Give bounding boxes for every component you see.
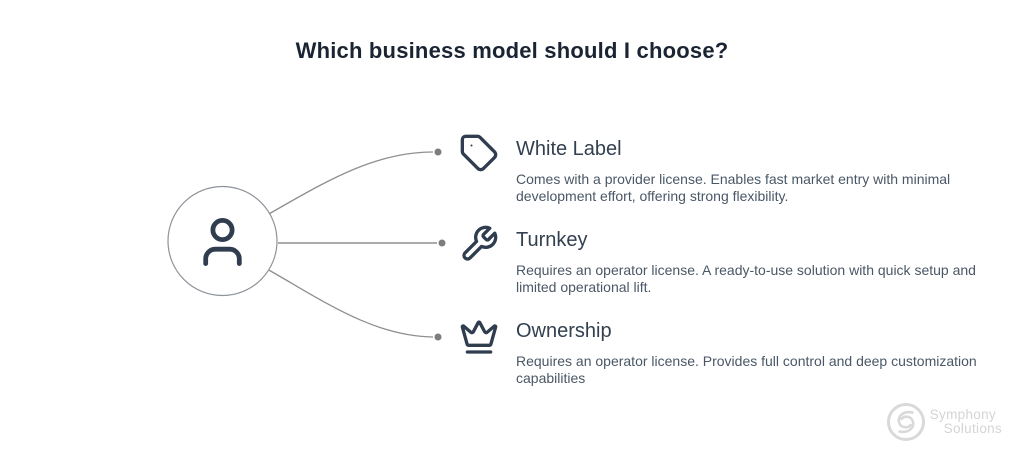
user-icon bbox=[203, 217, 242, 266]
connector-lines bbox=[266, 148, 446, 341]
model-item-white-label: White Label Comes with a provider licens… bbox=[459, 133, 979, 204]
wrench-icon bbox=[462, 225, 498, 261]
tag-icon bbox=[460, 134, 498, 172]
crown-icon bbox=[460, 320, 498, 354]
connector-dot-top bbox=[434, 148, 442, 156]
item-description: Requires an operator license. A ready-to… bbox=[516, 262, 976, 295]
symphony-solutions-logo: Symphony Solutions bbox=[885, 401, 1002, 443]
connector-dot-middle bbox=[438, 239, 446, 247]
logo-text-line2: Solutions bbox=[943, 421, 1002, 436]
page-title: Which business model should I choose? bbox=[295, 38, 729, 63]
connector-dot-bottom bbox=[434, 333, 442, 341]
logo-text-line1: Symphony bbox=[929, 407, 996, 422]
item-label: White Label bbox=[516, 138, 622, 160]
item-label: Turnkey bbox=[516, 229, 588, 251]
item-label: Ownership bbox=[516, 320, 612, 342]
model-item-ownership: Ownership Requires an operator license. … bbox=[459, 315, 979, 386]
model-item-turnkey: Turnkey Requires an operator license. A … bbox=[459, 224, 979, 295]
symphony-logo-icon bbox=[886, 403, 925, 441]
item-description: Requires an operator license. Provides f… bbox=[516, 353, 977, 386]
item-description: Comes with a provider license. Enables f… bbox=[516, 171, 951, 204]
